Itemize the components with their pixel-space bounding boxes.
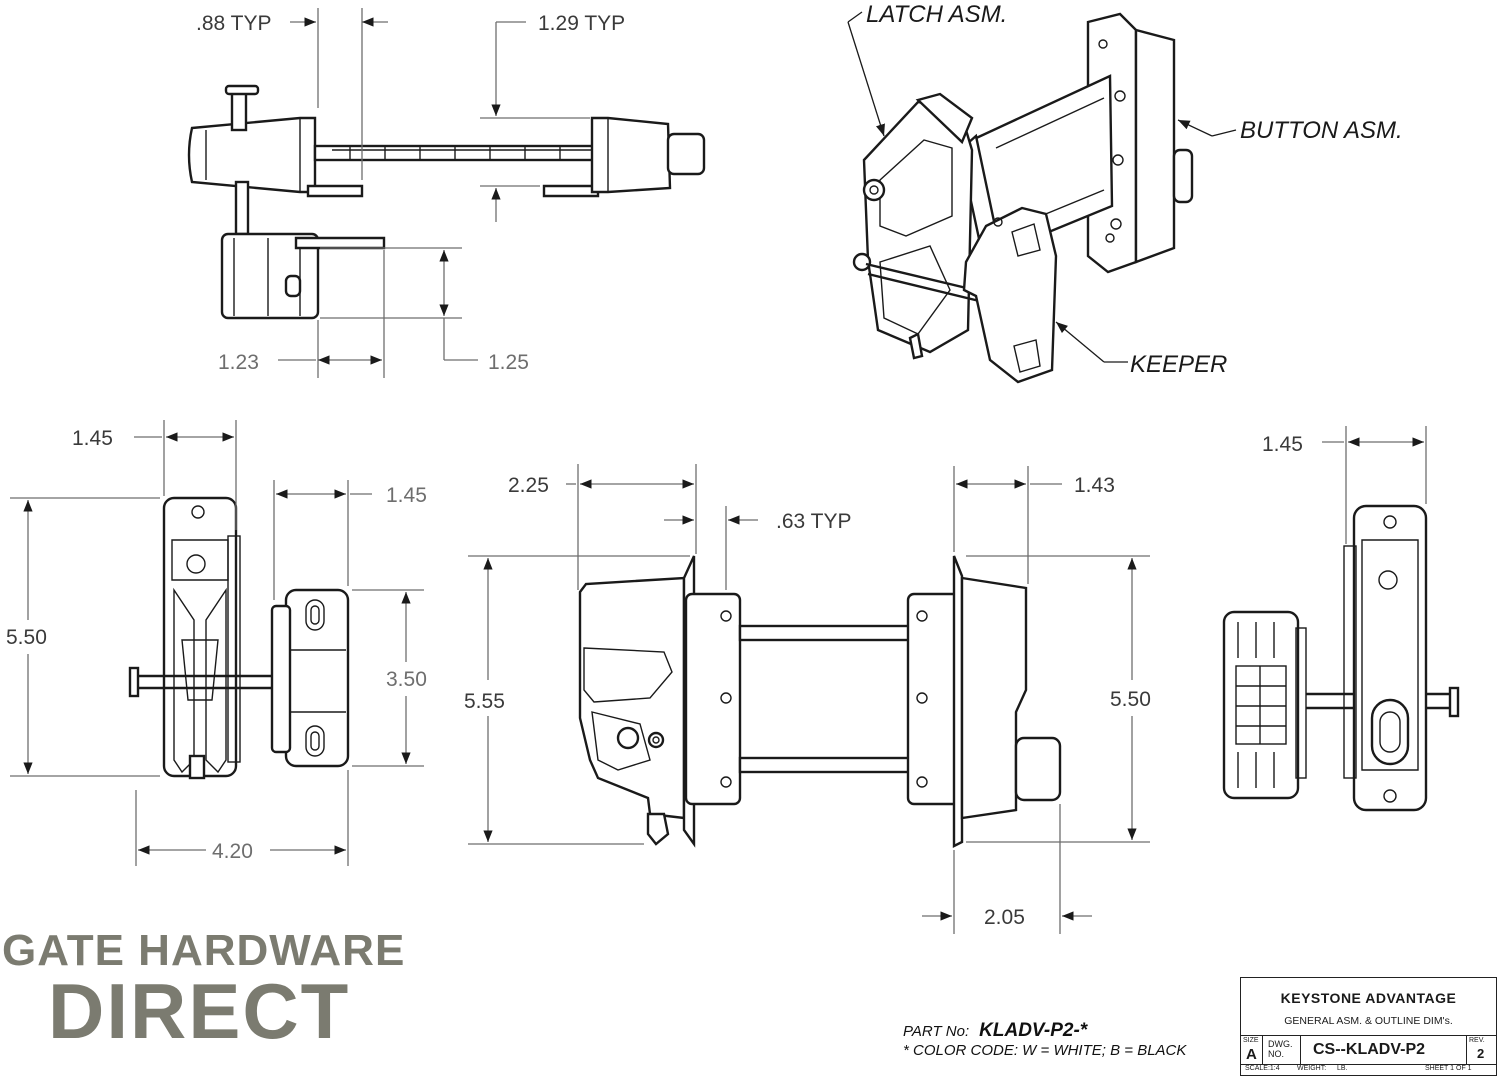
- callout-keeper: KEEPER: [1130, 351, 1227, 378]
- rev-value: 2: [1477, 1046, 1485, 1061]
- front-view-left: 1.45 1.45 5.50 3.50 4.20: [6, 420, 427, 866]
- scale: SCALE:1:4: [1245, 1065, 1280, 1072]
- dim-420: 4.20: [212, 840, 253, 863]
- dim-145-a: 1.45: [72, 427, 113, 450]
- dim-143: 1.43: [1074, 474, 1115, 497]
- dim-88-typ: .88 TYP: [196, 12, 272, 35]
- sheet-number: SHEET 1 OF 1: [1425, 1065, 1472, 1072]
- rev-label: REV.: [1469, 1037, 1485, 1044]
- dim-350: 3.50: [386, 668, 427, 691]
- front-view-right: 1.45: [1222, 426, 1460, 812]
- weight-label: WEIGHT:: [1297, 1065, 1327, 1072]
- callout-button: BUTTON ASM.: [1240, 117, 1403, 144]
- title-block: KEYSTONE ADVANTAGE GENERAL ASM. & OUTLIN…: [1240, 977, 1497, 1076]
- part-info: PART No: KLADV-P2-* * COLOR CODE: W = WHI…: [903, 1021, 1186, 1060]
- weight-unit: LB.: [1337, 1065, 1348, 1072]
- dim-145-c: 1.45: [1262, 433, 1303, 456]
- color-code: * COLOR CODE: W = WHITE; B = BLACK: [903, 1042, 1187, 1059]
- title-block-row: SIZE A DWG. NO. CS--KLADV-P2 REV. 2: [1241, 1035, 1496, 1065]
- top-view: .88 TYP 1.29 TYP 1.23 1.25: [187, 8, 706, 378]
- side-view-middle: 2.25 .63 TYP 1.43 5.55 5.50 2.05: [464, 464, 1151, 934]
- dim-225: 2.25: [508, 474, 549, 497]
- part-label: PART No:: [903, 1023, 970, 1040]
- dim-125: 1.25: [488, 351, 529, 374]
- callout-latch: LATCH ASM.: [866, 1, 1007, 28]
- drawing-number: CS--KLADV-P2: [1313, 1041, 1426, 1058]
- dim-205: 2.05: [984, 906, 1025, 929]
- dwg-label: DWG. NO.: [1268, 1039, 1293, 1059]
- size-value: A: [1246, 1046, 1257, 1063]
- isometric-view: [852, 12, 1194, 384]
- company-name: KEYSTONE ADVANTAGE: [1280, 990, 1457, 1006]
- callouts: LATCH ASM. BUTTON ASM. KEEPER: [847, 1, 1403, 378]
- dim-555: 5.55: [464, 690, 505, 713]
- drawing-description: GENERAL ASM. & OUTLINE DIM's.: [1284, 1015, 1453, 1027]
- dim-123: 1.23: [218, 351, 259, 374]
- dim-145-b: 1.45: [386, 484, 427, 507]
- dim-129-typ: 1.29 TYP: [538, 12, 625, 35]
- dim-550-a: 5.50: [6, 626, 47, 649]
- brand-logo-line2: DIRECT: [48, 967, 351, 1055]
- dim-550-b: 5.50: [1110, 688, 1151, 711]
- brand-logo-line1: GATE HARDWARE: [2, 926, 406, 975]
- dim-063-typ: .63 TYP: [776, 510, 852, 533]
- part-number: KLADV-P2-*: [979, 1020, 1088, 1041]
- size-label: SIZE: [1243, 1037, 1259, 1044]
